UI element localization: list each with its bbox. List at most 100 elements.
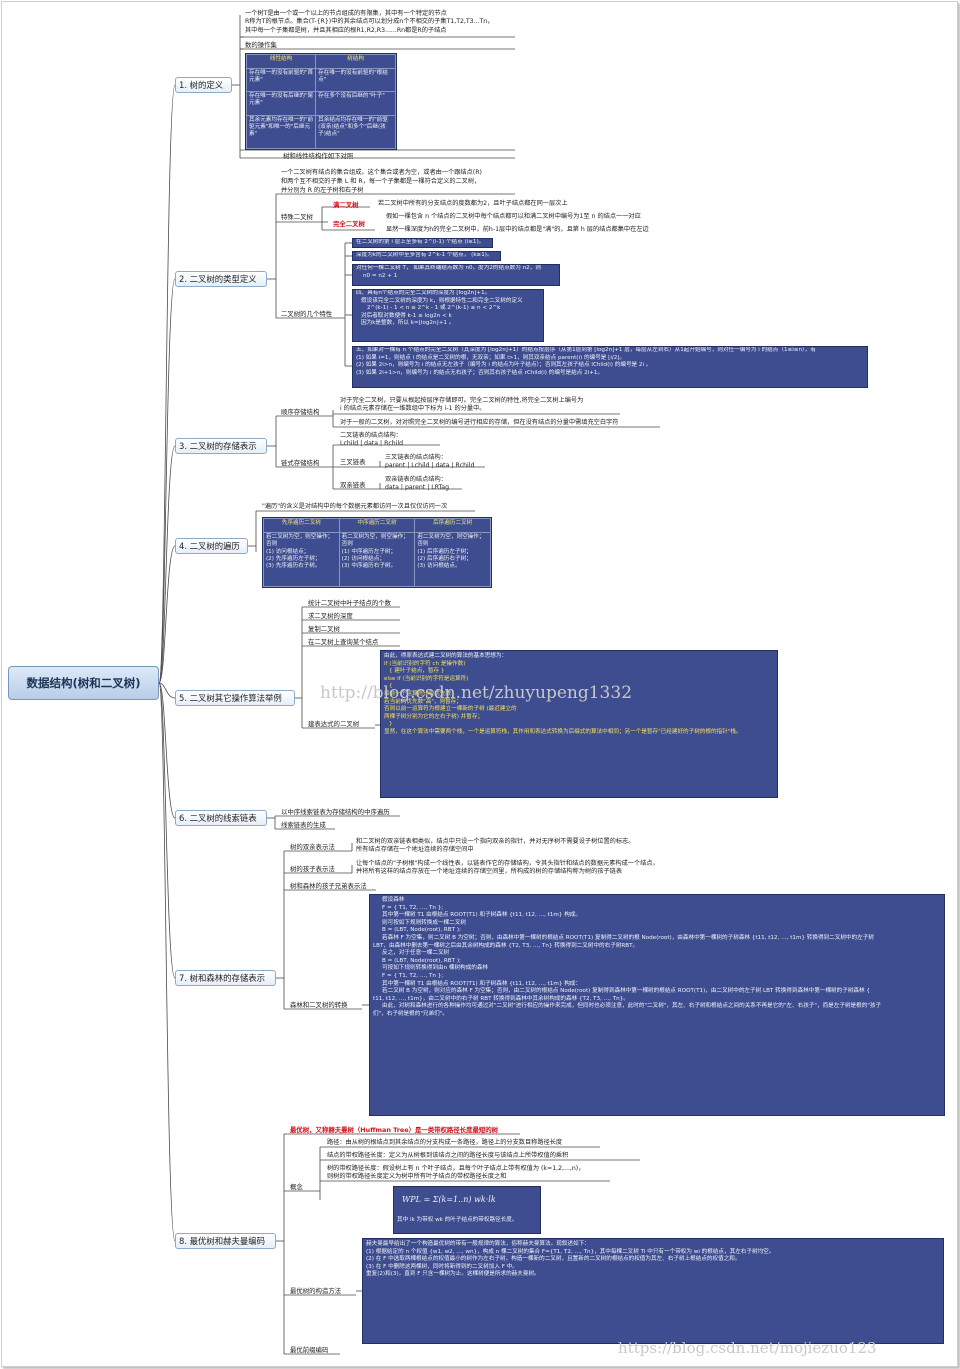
t3-parent-text: 双亲链表的结点结构： [385,476,447,483]
t1-table-cell: 存在多个没有后继的"叶子" [315,91,396,116]
t4-cell-line: (1) 后序遍历左子树； [417,548,472,555]
prop-line: n0 = n2 + 1 [363,272,398,279]
t8-wpl-box: WPL = Σ(k=1..n) wk·lk 其中 lk 为带权 wk 的叶子结点… [393,1186,541,1234]
convert-line: 若森林 F 为空集，则二叉树 B 为空树；否则，由森林中第一棵树的根结点 ROO… [382,934,874,941]
t3-seq-text: 对于完全二叉树，只要从根起按层序存储即可。完全二叉树的特性,将完全二叉树上编号为 [340,397,584,404]
topic-traversal[interactable]: 4. 二叉树的遍历 [175,538,248,554]
root-connector [158,682,176,699]
t4-cell-line: (2) 后序遍历右子树； [417,555,472,562]
t2-prop-2: 深度为k的二叉树中至多含有 2^k-1 个结点， (k≥1)。 [352,251,501,261]
t8-build-label: 最优树的构造方法 [290,1287,342,1295]
t7-child-label: 树的孩子表示法 [290,865,335,873]
t2-prop-1: 在二叉树的第 i 层上至多有 2^(i-1) 个结点 (i≥1)。 [352,238,493,248]
t1-table-header: 树结构 [315,54,396,69]
t7-child-text: 并将所有这样的结点存放在一个地址连续的存储空间里，所构成的树的存储结构称为树的孩… [356,868,623,875]
t4-cell-line: (3) 中序遍历右子树。 [341,562,397,569]
t5-item: 复制二叉树 [308,625,340,633]
convert-line: 则可按如下规则转换成一棵二叉树 [382,919,466,926]
t3-parent-label: 双亲链表 [340,481,366,489]
t7-parent-text: 所有结点存储在一个地址连续的存储空间中 [356,846,474,853]
watermark: https://blog.csdn.net/mojiezuo123 [618,1339,877,1357]
t2-prop-3: 对任何一棵二叉树 T， 如果其终端结点数为 n0，度为2的结点数为 n2，则 n… [352,264,560,286]
t3-tri-text: 三叉链表的结点结构： [385,454,447,461]
t1-compare-table: 线性结构树结构 存在唯一的没有前驱的"首元素"存在唯一的没有前驱的"根结点" 存… [245,53,397,150]
t4-cell-line: (3) 先序遍历右子树。 [266,562,321,569]
algo-line: 两棵子树分别为它的左右子树) 并暂存； [384,713,484,720]
t4-cell-line: (2) 先序遍历左子树； [266,555,321,562]
t8-concept-item: 结点的带权路径长度：定义为从树根到该结点之间的路径长度与该结点上所带权值的乘积 [327,1152,569,1159]
convert-line: F = { T1, T2, …, Tn }; [382,972,444,979]
t4-cell-line: 若二叉树为空，则空操作；否则 [341,534,409,548]
wpl-formula: WPL = Σ(k=1..n) wk·lk [402,1195,496,1204]
topic-tree-forest-storage[interactable]: 7. 树和森林的存储表示 [175,970,276,986]
convert-line: 其中第一棵树 T1 由根结点 ROOT(T1) 和子树森林 {t11, t12,… [382,980,581,987]
t3-tri-text: parent | Lchild | data | Rchild [385,462,475,469]
algo-line: if (当前识别的字符 ch 是操作数) [384,660,466,667]
t4-cell-line: (2) 访问根结点； [341,555,385,562]
root-connector [158,545,176,684]
build-line: 赫夫曼最早给出了一个构造最优树的带有一般规律的算法，俗称赫夫曼算法。现叙述如下： [366,1241,590,1247]
topic-storage[interactable]: 3. 二叉树的存储表示 [175,438,267,454]
build-line: (1) 根据给定的 n 个权值 {w1, w2, …, wn}，构成 n 棵二叉… [366,1248,775,1255]
t1-table-cell: 其余元素均存在唯一的"前驱元素"和唯一的"后继元素" [245,114,317,150]
prop-line: 因为k是整数，所以 k=⌊log2n⌋+1 。 [361,320,455,327]
t1-definition-line: 一个树T是由一个或一个以上的节点组成的有限集，其中有一个特定的节点 [245,10,447,17]
t8-concept-item: 则树的带权路径长度定义为树中所有叶子结点的带权路径长度之和 [327,1173,507,1180]
prop-line: 四、具有n个结点的完全二叉树的深度为 ⌊log2n⌋+1。 [356,290,491,296]
t1-definition-line: R称为T的根节点。集合(T-{R})中的其余结点可以划分成n个不相交的子集T1,… [245,18,494,25]
prop-line: 在二叉树的第 i 层上至多有 2^(i-1) 个结点 (i≥1)。 [356,239,485,245]
topic-other-algorithms[interactable]: 5. 二叉树其它操作算法举例 [175,690,295,706]
t5-algorithm-box: 由此，得原表达式建二叉树的算法的基本思想为： if (当前识别的字符 ch 是操… [380,650,778,798]
root-connector [158,682,176,819]
t3-seq-text: 对于一般的二叉树，对对照完全二叉树的编号进行相应的存储，但在没有结点的分量中需填… [340,419,619,426]
prop-line: (1) 如果 i=1，则结点 i 的结点是二叉树的根，无双亲；如果 i>1，则其… [356,354,626,361]
algo-line: 和前一个运算符比较优先数； [384,690,457,697]
prop-line: 对后者取对数便得 k-1 ≤ log2n < k [361,312,452,319]
algo-line: else if (当前识别的字符是运算符) [384,675,469,682]
t3-tri-label: 三叉链表 [340,458,366,466]
t4-table-header: 后序遍历二叉树 [414,517,491,534]
topic-threaded-list[interactable]: 6. 二叉树的线索链表 [175,810,267,826]
convert-line: 若二叉树 B 为空树，则对应的森林 F 为空集；否则，由二叉树的根结点 Node… [382,988,870,995]
topic-binary-tree-types[interactable]: 2. 二叉树的类型定义 [175,271,267,287]
t4-intro: "遍历"的含义是对结构中的每个数据元素都访问一次且仅仅访问一次 [262,503,448,510]
t1-compare-label: 树和线性结构作如下对照 [283,152,354,160]
topic-tree-definition[interactable]: 1. 树的定义 [175,77,232,93]
t3-binary-link: Lchild | data | Rchild [340,440,404,447]
t4-col-preorder: 若二叉树为空，则空操作；否则(1) 访问根结点；(2) 先序遍历左子树；(3) … [263,532,340,587]
t8-build-box: 赫夫曼最早给出了一个构造最优树的带有一般规律的算法，俗称赫夫曼算法。现叙述如下：… [362,1238,944,1344]
t7-convert-label: 森林和二叉树的转换 [290,1001,348,1009]
prop-line: 假设该完全二叉树的深度为 k，则根据特性二和完全二叉树的定义 [361,297,523,304]
t8-concept-item: 树的带权路径长度：假设树上有 n 个叶子结点，且每个叶子结点上带有权值为 (k=… [327,1165,585,1172]
convert-line: 们"，右子树是根的"兄弟们"。 [373,1010,448,1017]
t5-item: 在二叉树上查询某个结点 [308,638,379,646]
root-connector [158,445,176,684]
convert-line: t11, t12, …, t1m}，由二叉树中的右子树 RBT 转换得到森林中其… [373,995,629,1002]
topic-huffman[interactable]: 8. 最优树和赫夫曼编码 [175,1233,276,1249]
t8-concept-label: 概念 [290,1183,303,1191]
t5-item: 求二叉树的深度 [308,612,353,620]
t2-definition-line: 并分别为 R 的左子树和右子树 [281,187,364,194]
t1-definition-line: 其中每一个子集都是树，并且其相应的根R1,R2,R3......Rn都是R的子结… [245,27,447,34]
t4-cell-line: 若二叉树为空，则空操作；否则 [266,534,334,548]
build-line: 重复(2)和(3)，直到 F 只含一棵树为止。这棵树便是所求的赫夫曼树。 [366,1271,540,1278]
t2-full-tree-text: 若二叉树中所有的分支结点的度数都为2，且叶子结点都在同一层次上 [378,200,568,207]
t2-definition-line: 一个二叉树有结点的集合组成，这个集合或者为空，或者由一个跟结点(R) [281,169,482,176]
prop-line: (2) 如果 2i>n，则编号为 i 的结点无左孩子（编号为 i 的结点为叶子结… [356,362,652,369]
t1-table-cell: 存在唯一的没有前驱的"首元素" [245,67,317,93]
watermark: http://blog.csdn.net/zhuyupeng1332 [320,683,633,703]
convert-line: 可按如下规则转换得到由n 棵树构成的森林 [382,965,489,972]
root-connector [158,682,176,979]
t3-parent-text: data | parent | LRTag [385,484,450,491]
prop-line: 深度为k的二叉树中至多含有 2^k-1 个结点， (k≥1)。 [356,252,493,258]
t1-table-cell: 存在唯一的没有前驱的"根结点" [315,67,396,93]
prop-line: 五、如果对一棵有 n 个结点的完全二叉树（其深度为 ⌊log2n⌋+1）的结点按… [356,347,816,353]
t7-sibling-label: 树和森林的孩子兄弟表示法 [290,882,367,890]
convert-line: B = (LBT, Node(root), RBT ); [382,927,461,934]
algo-line: 否则以前一运算符为根建立一棵新的子树 (最近建立的 [384,706,517,713]
prop-line: 2^(k-1) - 1 < n ≤ 2^k - 1 或 2^(k-1) ≤ n … [367,305,501,312]
t1-ops-label: 数的操作集 [245,41,277,49]
t2-prop-5: 五、如果对一棵有 n 个结点的完全二叉树（其深度为 ⌊log2n⌋+1）的结点按… [352,346,868,388]
root-node[interactable]: 数据结构(树和二叉树) [8,666,159,700]
convert-line: 反之，对于任意一棵二叉树 [382,950,450,957]
